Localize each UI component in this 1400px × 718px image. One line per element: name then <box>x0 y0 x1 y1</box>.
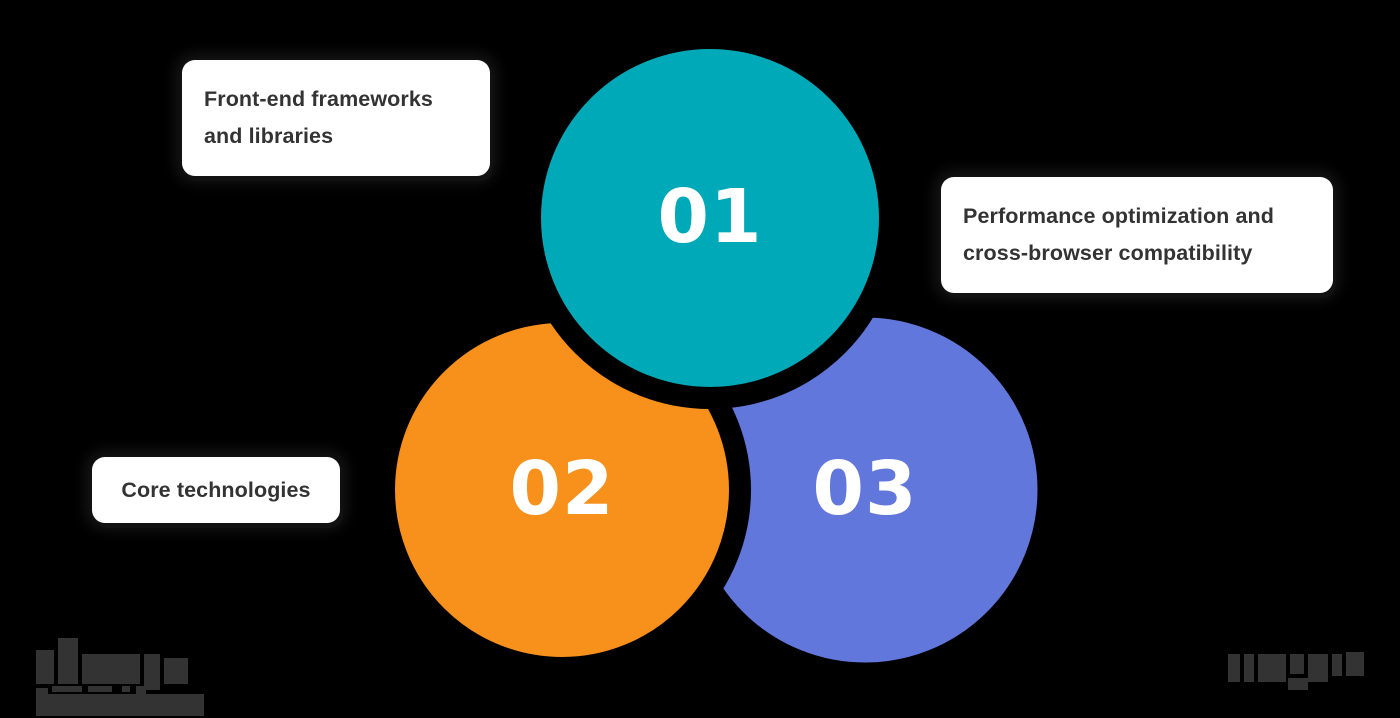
callout-core-technologies-text: Core technologies <box>121 477 311 502</box>
circle-02-number: 02 <box>509 446 615 532</box>
callout-frameworks[interactable]: Front-end frameworks and libraries <box>182 60 490 176</box>
callout-performance-line-2: cross-browser compatibility <box>963 241 1253 265</box>
callout-frameworks-line-1: Front-end frameworks <box>204 87 433 112</box>
circle-01-shape[interactable] <box>519 27 901 409</box>
watermark-bottom-right <box>1228 648 1368 690</box>
callout-performance[interactable]: Performance optimization and cross-brows… <box>941 177 1333 293</box>
callout-core-technologies[interactable]: Core technologies <box>92 457 340 523</box>
callout-performance-line-1: Performance optimization and <box>963 204 1275 229</box>
callout-performance-text: Performance optimization and cross-brows… <box>963 198 1274 272</box>
circle-03-number: 03 <box>812 446 918 532</box>
watermark-bottom-left <box>36 636 206 716</box>
callout-frameworks-text: Front-end frameworks and libraries <box>204 81 433 155</box>
circle-01-number: 01 <box>657 174 763 260</box>
callout-frameworks-line-2: and libraries <box>204 124 334 148</box>
